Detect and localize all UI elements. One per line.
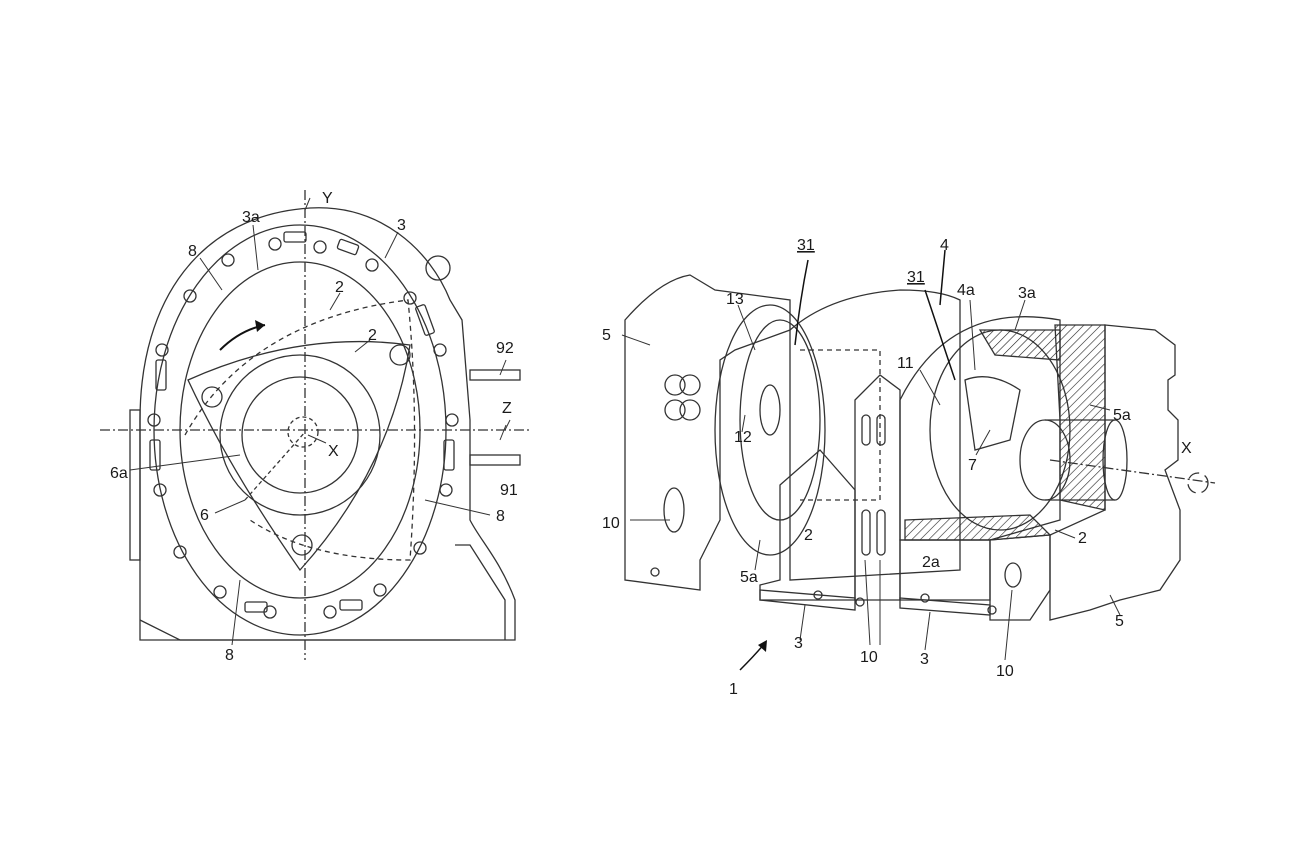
label-92: 92 [496, 340, 514, 357]
label-2-inner: 2 [368, 327, 377, 344]
label-12: 12 [734, 429, 752, 446]
label-8-right: 8 [496, 508, 505, 525]
left-figure-rotary-cross-section [100, 190, 530, 660]
label-5-right: 5 [1115, 613, 1124, 630]
label-1: 1 [729, 681, 738, 698]
rotor-bearing [241, 376, 359, 494]
right-labels: 31 4 31 4a 3a 5 13 11 5a 12 X 7 10 2 2 2… [602, 237, 1192, 698]
label-2-left: 2 [804, 527, 813, 544]
x-axis-line [1049, 459, 1216, 484]
label-3a: 3a [1018, 285, 1036, 302]
front-leg-left [759, 449, 856, 601]
eccentric-line [244, 431, 306, 501]
arrow-31-left [794, 259, 809, 346]
label-8-bottom: 8 [225, 647, 234, 664]
side-housing-left [624, 274, 791, 591]
label-7: 7 [968, 457, 977, 474]
label-5a-left: 5a [740, 569, 758, 586]
left-labels: Y 3a 3 8 2 2 92 Z X 6a 91 6 8 8 [110, 190, 518, 664]
label-2-outer: 2 [335, 279, 344, 296]
rotor-outline [187, 340, 411, 572]
label-8-top: 8 [188, 243, 197, 260]
arrow-31-mid [924, 289, 956, 381]
x-axis-rotation [1187, 472, 1209, 494]
eccentric-shaft-face [1102, 419, 1128, 501]
coolant-slots [149, 231, 455, 613]
left-mount [129, 409, 141, 561]
label-3-left: 3 [794, 635, 803, 652]
base-plate-left [759, 589, 856, 611]
label-3-mid: 3 [920, 651, 929, 668]
side-housing-right [1049, 324, 1181, 621]
label-31-mid: 31 [907, 269, 925, 286]
rotor-apex-recess [964, 376, 1021, 451]
label-10-left: 10 [602, 515, 620, 532]
label-z-axis: Z [502, 400, 512, 417]
intake-ports-left [664, 374, 781, 436]
middle-slots [861, 414, 886, 556]
front-housing-center [899, 539, 991, 601]
label-2-right: 2 [1078, 530, 1087, 547]
hatched-section-right [1054, 324, 1106, 511]
front-housing-right [989, 534, 1051, 621]
drum-dashed-edge [800, 349, 881, 501]
hatched-section-top [978, 329, 1061, 361]
right-leader-lines [621, 299, 1121, 661]
label-y-axis: Y [322, 190, 333, 207]
rotor-internal-gear [219, 354, 381, 516]
label-3a: 3a [242, 209, 260, 226]
label-10-right: 10 [996, 663, 1014, 680]
rotor-dashed-position [184, 299, 416, 561]
bottom-legs [139, 544, 506, 641]
label-91: 91 [500, 482, 518, 499]
label-3: 3 [397, 217, 406, 234]
label-5a-right: 5a [1113, 407, 1131, 424]
rotor-housing-disk-left [714, 304, 826, 556]
bolt-holes [147, 237, 459, 619]
housing-outer-outline [139, 207, 516, 641]
spark-plug-fittings [425, 255, 521, 466]
label-2a: 2a [922, 554, 940, 571]
label-4a: 4a [957, 282, 975, 299]
front-housing-middle [854, 374, 901, 601]
base-plate-mid [899, 597, 991, 616]
left-leader-lines [129, 197, 511, 646]
label-x-center: X [328, 443, 339, 460]
label-5-left: 5 [602, 327, 611, 344]
label-6: 6 [200, 507, 209, 524]
label-13: 13 [726, 291, 744, 308]
eccentric-journal [287, 416, 319, 448]
label-10-mid: 10 [860, 649, 878, 666]
rotor-recesses [201, 344, 411, 556]
label-x-axis: X [1181, 440, 1192, 457]
intermediate-housing-drum [789, 289, 961, 581]
label-6a: 6a [110, 465, 128, 482]
label-4: 4 [940, 237, 949, 254]
label-11: 11 [897, 355, 914, 372]
mounting-holes [650, 487, 1022, 615]
right-figure-isometric-cutaway [624, 249, 1216, 671]
arrow-4 [939, 249, 946, 306]
label-31-left: 31 [797, 237, 815, 254]
